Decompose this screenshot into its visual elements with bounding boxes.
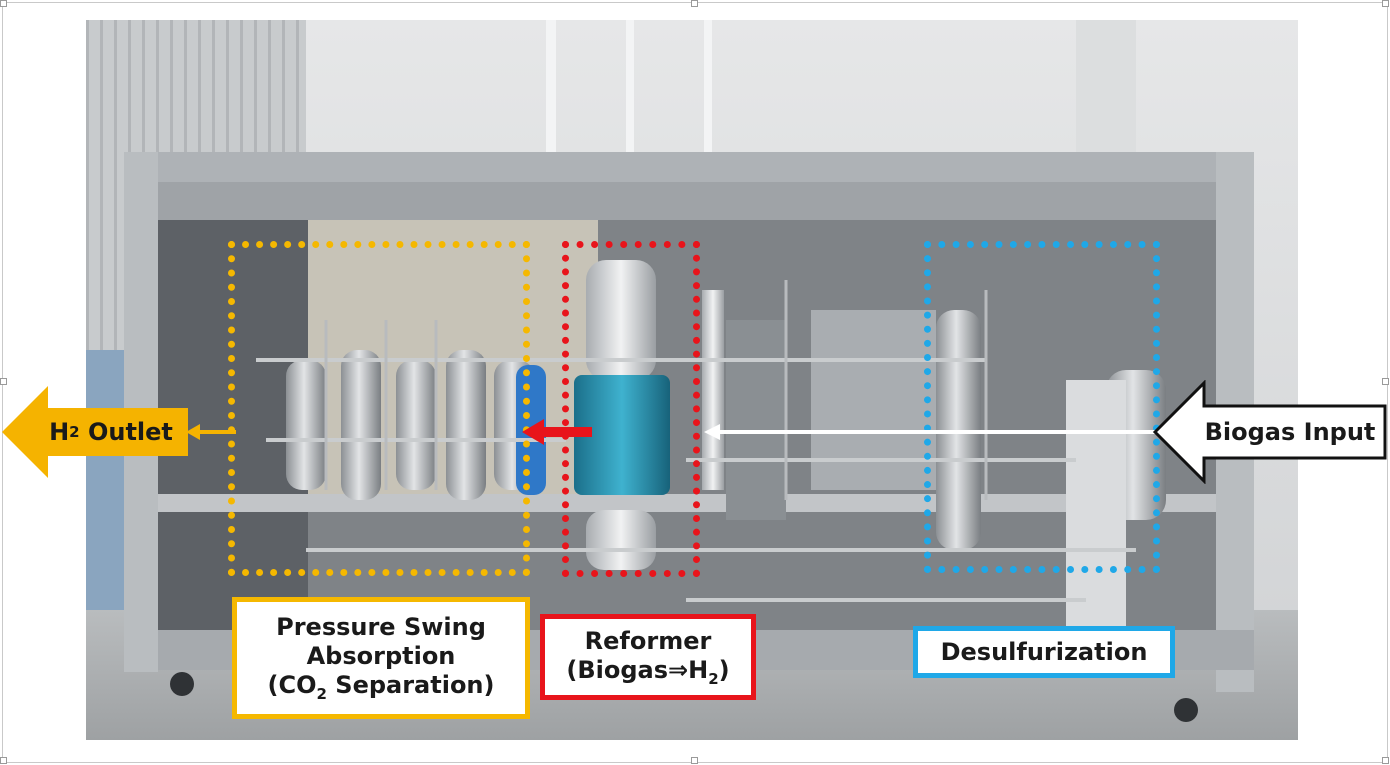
psa-region-outline xyxy=(228,241,530,576)
desulfurization-label-box: Desulfurization xyxy=(913,626,1175,678)
resize-handle-top-right[interactable] xyxy=(1382,0,1389,7)
biogas-input-arrow: Biogas Input xyxy=(1152,380,1388,484)
desulfurization-region-outline xyxy=(924,241,1160,573)
reformer-label-box: Reformer(Biogas⇒H2) xyxy=(540,614,756,700)
resize-handle-top-left[interactable] xyxy=(0,0,7,7)
resize-handle-middle-left[interactable] xyxy=(0,378,7,385)
outlet-arrow-shape xyxy=(2,386,188,478)
resize-handle-bottom-right[interactable] xyxy=(1382,757,1389,764)
desulfurization-label: Desulfurization xyxy=(940,637,1148,666)
psa-outlet-arrow xyxy=(186,424,236,440)
reformer-label: Reformer(Biogas⇒H2) xyxy=(566,626,730,688)
biogas-input-label: Biogas Input xyxy=(1204,418,1376,446)
resize-handle-top-center[interactable] xyxy=(691,0,698,7)
resize-handle-bottom-left[interactable] xyxy=(0,757,7,764)
resize-handle-middle-right[interactable] xyxy=(1382,378,1389,385)
reformer-flow-arrow xyxy=(522,419,592,445)
reformer-region-outline xyxy=(562,241,700,577)
biogas-flow-line xyxy=(704,424,1164,440)
input-arrow-shape xyxy=(1152,380,1387,484)
resize-handle-bottom-center[interactable] xyxy=(691,757,698,764)
